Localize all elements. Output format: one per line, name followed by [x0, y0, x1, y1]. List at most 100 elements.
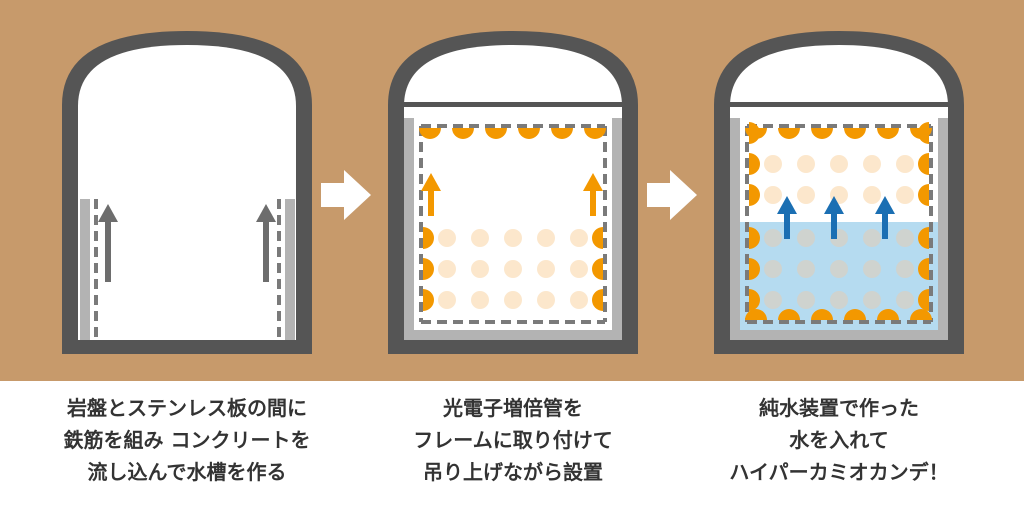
- fill-arrow-3: [875, 196, 895, 239]
- pmt-left-wall: [749, 122, 760, 144]
- pmt-interior: [537, 291, 555, 309]
- pmt-bottom: [910, 309, 932, 320]
- pmt-interior: [570, 260, 588, 278]
- caption-line: フレームに取り付けて: [413, 428, 613, 452]
- pmt-interior: [863, 291, 881, 309]
- pmt-interior: [504, 260, 522, 278]
- caption-step3: 純水装置で作った 水を入れて ハイパーカミオカンデ！: [679, 392, 999, 488]
- tank-wall-left: [730, 118, 740, 340]
- pmt-interior: [570, 229, 588, 247]
- pmt-top: [419, 128, 441, 139]
- pmt-interior: [797, 291, 815, 309]
- pmt-array: [419, 128, 606, 311]
- pmt-left-wall: [749, 184, 760, 206]
- caption-step2: 光電子増倍管を フレームに取り付けて 吊り上げながら設置: [353, 392, 673, 488]
- pmt-interior: [797, 155, 815, 173]
- pmt-bottom: [844, 309, 866, 320]
- tank-floor: [404, 330, 622, 340]
- cavern-interior: [78, 45, 296, 340]
- lift-arrow-right: [583, 173, 603, 216]
- caption-line: 水を入れて: [789, 428, 889, 452]
- pmt-interior: [797, 186, 815, 204]
- pmt-interior: [537, 229, 555, 247]
- pmt-interior: [896, 260, 914, 278]
- pmt-top: [485, 128, 507, 139]
- pour-arrow-left: [98, 204, 118, 282]
- pmt-left-wall: [749, 258, 760, 280]
- lift-arrow-left: [421, 173, 441, 216]
- pmt-interior: [764, 155, 782, 173]
- tank-wall-left: [404, 118, 414, 340]
- pmt-left-wall: [423, 227, 434, 249]
- pmt-top: [584, 128, 606, 139]
- pmt-bottom: [811, 309, 833, 320]
- pmt-bottom: [778, 309, 800, 320]
- pmt-array: [745, 122, 932, 320]
- pmt-interior: [863, 229, 881, 247]
- pmt-interior: [863, 155, 881, 173]
- pmt-left-wall: [423, 258, 434, 280]
- pmt-right-wall: [592, 258, 603, 280]
- fill-arrow-2: [824, 196, 844, 239]
- pmt-interior: [896, 186, 914, 204]
- pmt-right-wall: [918, 258, 929, 280]
- caption-line: 吊り上げながら設置: [423, 460, 603, 484]
- pmt-interior: [830, 260, 848, 278]
- pmt-right-wall: [918, 184, 929, 206]
- pmt-interior: [896, 229, 914, 247]
- pmt-top: [518, 128, 540, 139]
- pmt-right-wall: [918, 289, 929, 311]
- pmt-interior: [471, 260, 489, 278]
- pmt-top: [811, 128, 833, 139]
- pmt-interior: [764, 291, 782, 309]
- pmt-left-wall: [749, 153, 760, 175]
- pmt-top: [778, 128, 800, 139]
- panel-step1-tank: [62, 31, 312, 354]
- pmt-interior: [863, 260, 881, 278]
- lifting-beam: [404, 102, 622, 107]
- pmt-interior: [570, 291, 588, 309]
- pmt-left-wall: [423, 289, 434, 311]
- caption-line: 純水装置で作った: [759, 396, 919, 420]
- pmt-bottom: [745, 309, 767, 320]
- panel-step3-tank: [714, 31, 964, 354]
- pmt-right-wall: [592, 227, 603, 249]
- tank-wall-right: [938, 118, 948, 340]
- caption-line: ハイパーカミオカンデ！: [729, 460, 949, 484]
- caption-line: 鉄筋を組み コンクリートを: [63, 428, 311, 452]
- pmt-right-wall: [918, 153, 929, 175]
- caption-line: 岩盤とステンレス板の間に: [67, 396, 307, 420]
- pmt-interior: [537, 260, 555, 278]
- pmt-interior: [438, 229, 456, 247]
- pmt-interior: [438, 260, 456, 278]
- concrete-liner-left: [80, 199, 90, 340]
- pmt-interior: [471, 291, 489, 309]
- pmt-right-wall: [592, 289, 603, 311]
- tank-floor: [730, 330, 948, 340]
- pmt-interior: [764, 260, 782, 278]
- pmt-bottom: [877, 309, 899, 320]
- pmt-left-wall: [749, 289, 760, 311]
- pmt-interior: [863, 186, 881, 204]
- pmt-right-wall: [918, 227, 929, 249]
- pmt-interior: [797, 229, 815, 247]
- caption-step1: 岩盤とステンレス板の間に 鉄筋を組み コンクリートを 流し込んで水槽を作る: [27, 392, 347, 488]
- step-arrow-2: [647, 170, 697, 220]
- pmt-top: [877, 128, 899, 139]
- lifting-beam: [730, 102, 948, 107]
- pmt-interior: [797, 260, 815, 278]
- panel-step2-tank: [388, 31, 638, 354]
- pmt-interior: [471, 229, 489, 247]
- caption-line: 光電子増倍管を: [443, 396, 583, 420]
- cavern-interior: [404, 45, 622, 340]
- fill-arrow-1: [777, 196, 797, 239]
- pmt-interior: [504, 229, 522, 247]
- pmt-interior: [896, 155, 914, 173]
- tank-wall-right: [612, 118, 622, 340]
- pmt-interior: [830, 155, 848, 173]
- construction-steps-diagram: [62, 31, 964, 354]
- caption-line: 流し込んで水槽を作る: [87, 460, 287, 484]
- pmt-interior: [764, 229, 782, 247]
- pmt-interior: [764, 186, 782, 204]
- pmt-top: [452, 128, 474, 139]
